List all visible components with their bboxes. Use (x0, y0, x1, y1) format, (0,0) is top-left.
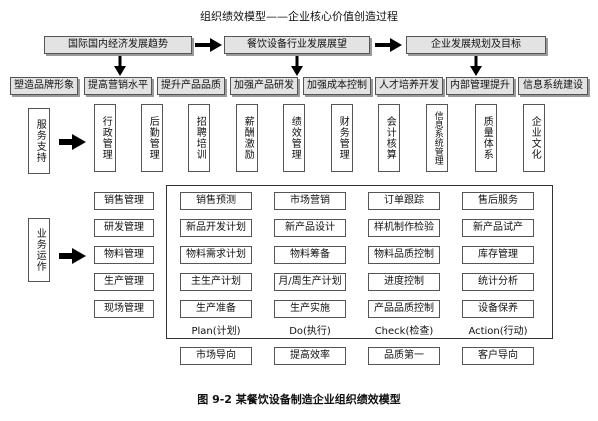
top-box-industry-outlook: 餐饮设备行业发展展望 (224, 36, 370, 54)
bottom-customer-oriented: 客户导向 (462, 347, 534, 365)
strategy-cost-control: 加强成本控制 (303, 77, 371, 95)
operation-sales-management: 销售管理 (94, 192, 154, 210)
operation-rd-management: 研发管理 (94, 219, 154, 237)
service-admin-management: 行政管理 (94, 104, 116, 172)
operation-site-management: 现场管理 (94, 300, 154, 318)
do-monthly-weekly-plan: 月/周生产计划 (274, 273, 346, 291)
service-accounting: 会计核算 (378, 104, 400, 172)
action-inventory-management: 库存管理 (462, 246, 534, 264)
action-statistical-analysis: 统计分析 (462, 273, 534, 291)
strategy-brand-image: 塑造品牌形象 (10, 77, 78, 95)
service-logistics-management: 后勤管理 (141, 104, 163, 172)
service-performance-management: 绩效管理 (283, 104, 305, 172)
check-material-quality: 物料品质控制 (368, 246, 440, 264)
strategy-product-rd: 加强产品研发 (230, 77, 298, 95)
plan-material-requirement: 物料需求计划 (180, 246, 252, 264)
action-trial-production: 新产品试产 (462, 219, 534, 237)
arrow-down-icon (291, 56, 303, 76)
bottom-improve-efficiency: 提高效率 (274, 347, 346, 365)
service-finance-management: 财务管理 (331, 104, 353, 172)
service-information-system-management: 信息系统管理 (426, 104, 448, 172)
check-progress-control: 进度控制 (368, 273, 440, 291)
phase-action-label: Action(行动) (468, 326, 528, 337)
action-equipment-maintenance: 设备保养 (462, 300, 534, 318)
phase-plan-label: Plan(计划) (191, 326, 241, 337)
arrow-down-icon (470, 56, 482, 76)
phase-check-label: Check(检查) (374, 326, 434, 337)
arrow-down-icon (114, 56, 126, 76)
figure-caption: 图 9-2 某餐饮设备制造企业组织绩效模型 (197, 393, 401, 406)
strategy-product-quality: 提升产品品质 (157, 77, 225, 95)
strategy-internal-management: 内部管理提升 (446, 77, 514, 95)
do-production-implementation: 生产实施 (274, 300, 346, 318)
business-operation-label: 业务运作 (28, 218, 50, 282)
bottom-market-oriented: 市场导向 (180, 347, 252, 365)
plan-sales-forecast: 销售预测 (180, 192, 252, 210)
plan-new-product-dev: 新品开发计划 (180, 219, 252, 237)
arrow-right-icon (375, 38, 402, 52)
phase-do-label: Do(执行) (289, 326, 331, 337)
check-prototype-inspection: 样机制作检验 (368, 219, 440, 237)
check-product-quality: 产品品质控制 (368, 300, 440, 318)
plan-master-production: 主生产计划 (180, 273, 252, 291)
do-new-product-design: 新产品设计 (274, 219, 346, 237)
do-material-preparation: 物料筹备 (274, 246, 346, 264)
arrow-right-icon (195, 38, 222, 52)
service-recruitment-training: 招聘培训 (188, 104, 210, 172)
action-after-sales: 售后服务 (462, 192, 534, 210)
bottom-quality-first: 品质第一 (368, 347, 440, 365)
arrow-right-icon (59, 134, 86, 150)
service-support-label: 服务支持 (28, 108, 50, 174)
pdca-frame (166, 185, 553, 339)
service-compensation-incentive: 薪酬激励 (236, 104, 258, 172)
plan-production-prep: 生产准备 (180, 300, 252, 318)
check-order-tracking: 订单跟踪 (368, 192, 440, 210)
service-corporate-culture: 企业文化 (523, 104, 545, 172)
do-marketing: 市场营销 (274, 192, 346, 210)
service-quality-system: 质量体系 (475, 104, 497, 172)
strategy-marketing-level: 提高营销水平 (84, 77, 152, 95)
strategy-information-system: 信息系统建设 (518, 77, 588, 95)
operation-production-management: 生产管理 (94, 273, 154, 291)
operation-material-management: 物料管理 (94, 246, 154, 264)
top-box-economic-trend: 国际国内经济发展趋势 (44, 36, 192, 54)
diagram-title: 组织绩效模型——企业核心价值创造过程 (200, 10, 398, 23)
top-box-enterprise-plan: 企业发展规划及目标 (406, 36, 546, 54)
strategy-talent-development: 人才培养开发 (375, 77, 443, 95)
arrow-right-icon (59, 248, 86, 264)
